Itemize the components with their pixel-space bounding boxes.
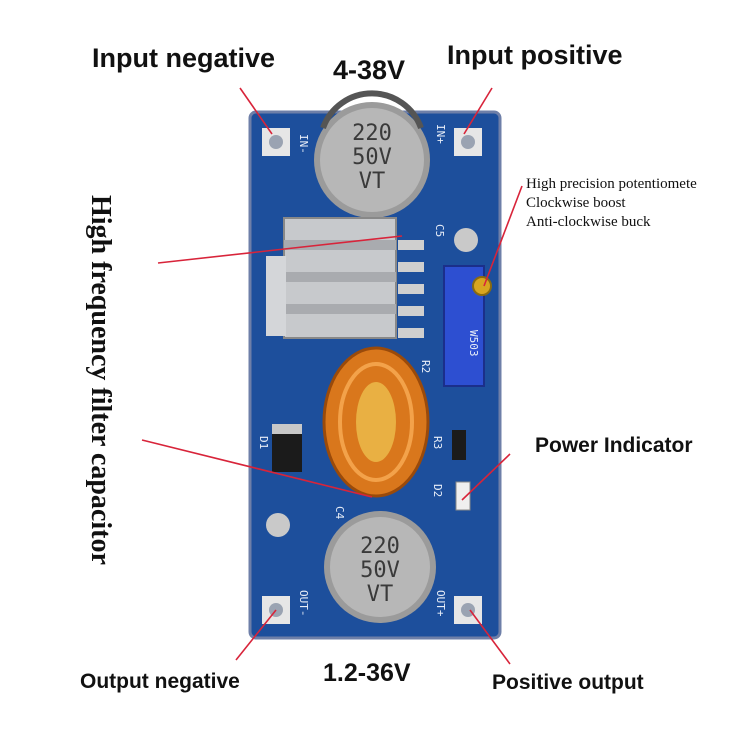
silk-in-minus: IN-: [297, 134, 310, 154]
label-input-positive: Input positive: [447, 40, 623, 70]
silk-out-minus: OUT-: [297, 590, 310, 617]
arrow-positive-output: [469, 609, 511, 665]
silk-c5: C5: [433, 224, 446, 237]
silk-in-plus: IN+: [434, 124, 447, 144]
cap-bottom-line1: 220: [360, 534, 400, 559]
silk-d1: D1: [257, 436, 270, 449]
silk-r2: R2: [419, 360, 432, 373]
arrow-input-positive: [463, 87, 493, 135]
label-input-voltage: 4-38V: [333, 55, 406, 85]
cap-top-line2: 50V: [352, 145, 392, 170]
label-potentiometer-line2: Clockwise boost: [526, 195, 626, 211]
resistor-r3: [452, 430, 466, 460]
arrow-filter-cap-bottom: [141, 439, 373, 498]
label-output-negative: Output negative: [80, 670, 240, 693]
cap-top-line3: VT: [359, 169, 386, 194]
silk-out-plus: OUT+: [434, 590, 447, 617]
label-input-negative: Input negative: [92, 43, 276, 73]
arrow-input-negative: [239, 87, 273, 135]
silk-d2: D2: [431, 484, 444, 497]
arrow-filter-cap-top: [157, 235, 403, 264]
arrow-power-indicator: [461, 453, 511, 501]
led-d2: [455, 481, 471, 511]
label-potentiometer-line3: Anti-clockwise buck: [526, 214, 651, 230]
silk-r3: R3: [431, 436, 444, 449]
label-positive-output: Positive output: [492, 671, 644, 694]
silk-c4: C4: [333, 506, 346, 520]
pot-code: W503: [467, 330, 480, 357]
label-power-indicator: Power Indicator: [535, 434, 693, 457]
cap-bottom-line3: VT: [367, 582, 394, 607]
cap-top-line1: 220: [352, 121, 392, 146]
cap-bottom-line2: 50V: [360, 558, 400, 583]
label-output-voltage: 1.2-36V: [323, 659, 411, 687]
label-filter-capacitor: High frequency filter capacitor: [85, 195, 116, 565]
arrow-output-negative: [235, 609, 277, 661]
label-potentiometer-line1: High precision potentiomete: [526, 176, 697, 192]
arrow-potentiometer: [483, 185, 523, 287]
